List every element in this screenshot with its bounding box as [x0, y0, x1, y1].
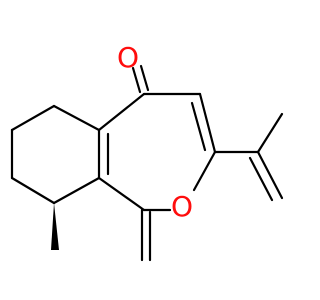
wedge-methyl-bond [51, 203, 59, 250]
bond-c1-c9a [97, 176, 146, 212]
bond-c4-c3-outer [198, 92, 217, 154]
bond-c8-c9 [10, 176, 56, 205]
bond-carbonyl-1 [131, 66, 142, 94]
bond-carbonyl-2 [139, 64, 150, 92]
carbonyl-oxygen-label: O [117, 41, 139, 74]
bond-c4-c3-inner [190, 101, 207, 152]
bond-isopropenyl-ch2-1 [256, 150, 284, 200]
bond-c5-c5a [97, 92, 146, 132]
ring-oxygen-label: O [171, 190, 193, 223]
molecule-structure: O O [10, 41, 284, 262]
bond-c9-c9a [52, 176, 101, 205]
bond-c6-c7 [10, 104, 56, 132]
bond-isopropenyl-ch2-2 [248, 156, 274, 202]
molecule-diagram: O O [10, 41, 284, 262]
bond-isopropenyl-methyl [256, 112, 284, 154]
bond-c5a-c6 [52, 104, 101, 132]
bond-c3-o2 [192, 150, 217, 192]
